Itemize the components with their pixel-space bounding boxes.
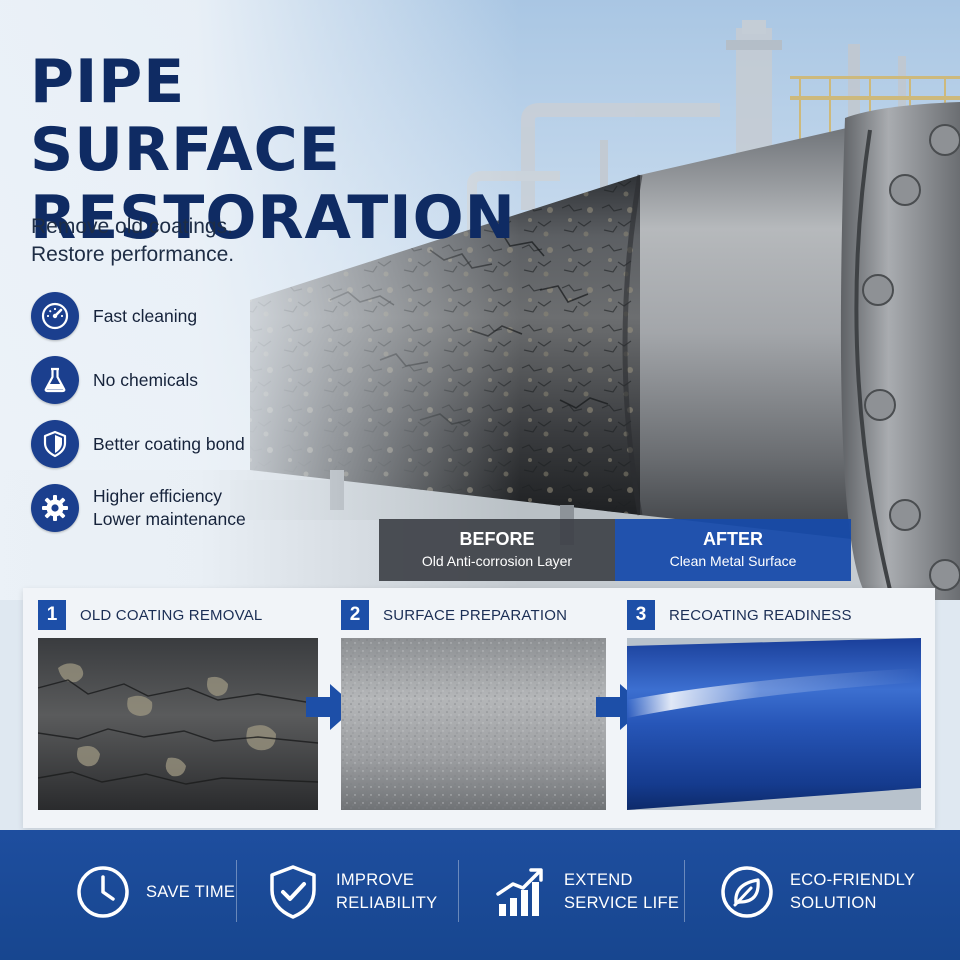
benefit-extend-service-life: EXTEND SERVICE LIFE	[490, 860, 679, 924]
feature-list: Fast cleaning No chemicals Better coatin…	[31, 292, 291, 548]
subtitle: Remove old coatings. Restore performance…	[31, 213, 331, 269]
step-label: SURFACE PREPARATION	[383, 606, 568, 624]
feature-label-line-2: Lower maintenance	[93, 509, 246, 529]
process-steps-panel: 1 OLD COATING REMOVAL	[23, 588, 935, 828]
clock-icon	[72, 861, 134, 923]
title-line-2: RESTORATION	[30, 183, 516, 253]
after-label: AFTER Clean Metal Surface	[615, 519, 851, 581]
before-heading: BEFORE	[459, 529, 535, 549]
hero-fade-overlay	[0, 0, 520, 600]
leaf-icon	[716, 861, 778, 923]
page-title: PIPE SURFACE RESTORATION	[30, 47, 516, 253]
step-2-header: 2 SURFACE PREPARATION	[341, 598, 567, 632]
flask-icon	[31, 356, 79, 404]
benefit-label: SAVE TIME	[146, 882, 236, 901]
benefit-label: IMPROVE	[336, 871, 415, 889]
subtitle-line-1: Remove old coatings.	[31, 215, 233, 238]
benefit-label-line-2: RELIABILITY	[336, 894, 438, 912]
feature-item-no-chemicals: No chemicals	[31, 356, 291, 404]
shield-icon	[31, 420, 79, 468]
benefit-save-time: SAVE TIME	[72, 860, 235, 924]
feature-item-efficiency: Higher efficiency Lower maintenance	[31, 484, 291, 532]
hero-banner	[0, 0, 960, 600]
divider	[458, 860, 459, 922]
feature-label: Better coating bond	[93, 433, 245, 454]
feature-label: Higher efficiency	[93, 486, 223, 506]
step-3-image	[627, 638, 921, 810]
benefit-label-line-2: SOLUTION	[790, 894, 877, 912]
benefits-band: SAVE TIME IMPROVE RELIABILITY EXTEND SER…	[0, 830, 960, 960]
gear-icon	[31, 484, 79, 532]
before-label: BEFORE Old Anti-corrosion Layer	[379, 519, 615, 581]
after-heading: AFTER	[703, 529, 763, 549]
benefit-label: ECO-FRIENDLY	[790, 871, 916, 889]
benefit-improve-reliability: IMPROVE RELIABILITY	[262, 860, 437, 924]
step-1-image	[38, 638, 318, 810]
shield-check-icon	[262, 861, 324, 923]
step-2-image	[341, 638, 606, 810]
arrow-right-icon	[306, 684, 356, 730]
step-number: 1	[38, 600, 66, 630]
step-3-header: 3 RECOATING READINESS	[627, 598, 852, 632]
benefit-eco-friendly: ECO-FRIENDLY SOLUTION	[716, 860, 915, 924]
growth-chart-icon	[490, 861, 552, 923]
title-line-1: PIPE SURFACE	[30, 47, 341, 185]
feature-label: No chemicals	[93, 369, 199, 390]
arrow-right-icon	[596, 684, 646, 730]
feature-label: Fast cleaning	[93, 305, 198, 326]
before-caption: Old Anti-corrosion Layer	[421, 553, 573, 569]
step-number: 2	[341, 600, 369, 630]
subtitle-line-2: Restore performance.	[31, 243, 235, 266]
speedometer-icon	[31, 292, 79, 340]
divider	[236, 860, 237, 922]
step-label: RECOATING READINESS	[669, 606, 852, 624]
step-1-header: 1 OLD COATING REMOVAL	[38, 598, 262, 632]
step-label: OLD COATING REMOVAL	[80, 606, 263, 624]
divider	[684, 860, 685, 922]
after-caption: Clean Metal Surface	[669, 553, 797, 569]
benefit-label: EXTEND	[564, 871, 633, 889]
feature-item-better-coating-bond: Better coating bond	[31, 420, 291, 468]
step-number: 3	[627, 600, 655, 630]
feature-item-fast-cleaning: Fast cleaning	[31, 292, 291, 340]
benefit-label-line-2: SERVICE LIFE	[564, 894, 680, 912]
